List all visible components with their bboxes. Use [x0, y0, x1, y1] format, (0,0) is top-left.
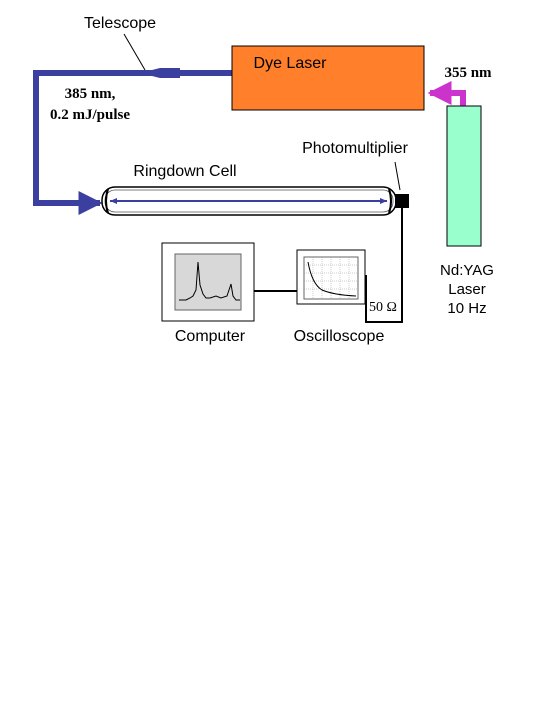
dye-laser-label: Dye Laser: [254, 55, 328, 72]
photomultiplier-label: Photomultiplier: [302, 140, 409, 157]
computer-label: Computer: [175, 328, 246, 345]
telescope-icon: [140, 68, 180, 78]
detector-block-icon: [395, 194, 409, 208]
signal-cable: [365, 208, 403, 323]
wavelength-355-label: 355 nm: [444, 65, 492, 81]
spectrum-trace-icon: [179, 261, 240, 301]
ringdown-cell: [101, 186, 397, 216]
ndyag-label-line1: Nd:YAG: [440, 262, 494, 279]
ndyag-laser-box: [446, 105, 482, 247]
beam-355nm: [427, 81, 466, 106]
telescope-label: Telescope: [84, 15, 156, 32]
ringdown-cell-label: Ringdown Cell: [133, 163, 236, 180]
oscilloscope: [296, 249, 366, 305]
dye-laser-box: [231, 45, 425, 111]
resistor-label: 50 Ω: [369, 300, 397, 315]
oscilloscope-label: Oscilloscope: [294, 328, 385, 345]
pulse-energy-label-line1: 385 nm,: [65, 86, 116, 102]
pulse-energy-label-line2: 0.2 mJ/pulse: [50, 107, 130, 123]
beam-385nm: [33, 70, 232, 215]
photomultiplier-leader-line: [394, 161, 401, 191]
ndyag-label-line2: Laser: [448, 281, 486, 298]
decay-trace-icon: [307, 261, 357, 297]
computer: [161, 242, 255, 322]
ndyag-label-line3: 10 Hz: [447, 300, 486, 317]
telescope-leader-line: [123, 33, 146, 71]
